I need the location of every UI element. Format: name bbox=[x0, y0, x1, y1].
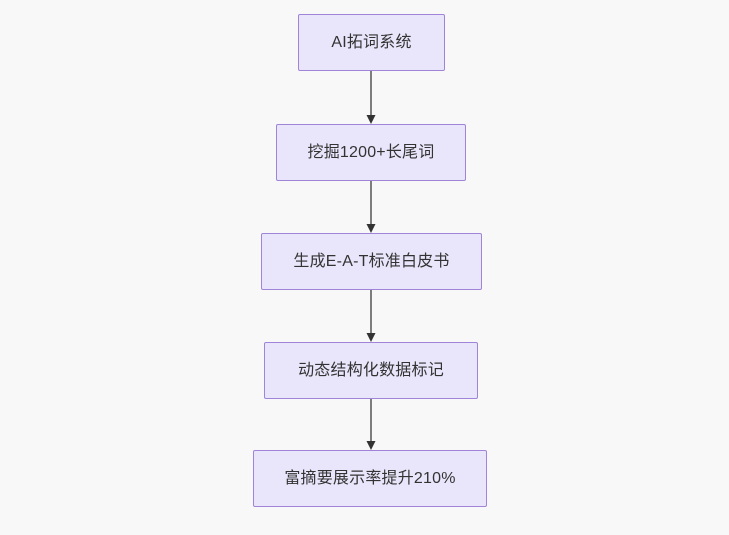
flow-node-mine-longtail-keywords[interactable]: 挖掘1200+长尾词 bbox=[276, 124, 466, 181]
flow-node-generate-eat-whitepaper[interactable]: 生成E-A-T标准白皮书 bbox=[261, 233, 482, 290]
flow-node-label: 生成E-A-T标准白皮书 bbox=[293, 252, 450, 270]
flow-node-label: 富摘要展示率提升210% bbox=[284, 469, 456, 487]
flow-node-label: 挖掘1200+长尾词 bbox=[307, 143, 435, 161]
flow-node-label: 动态结构化数据标记 bbox=[298, 361, 444, 379]
flow-node-label: AI拓词系统 bbox=[331, 33, 412, 51]
flow-node-dynamic-structured-data-markup[interactable]: 动态结构化数据标记 bbox=[264, 342, 478, 399]
flow-node-ai-keyword-system[interactable]: AI拓词系统 bbox=[298, 14, 445, 71]
flow-node-rich-snippet-rate-increase[interactable]: 富摘要展示率提升210% bbox=[253, 450, 487, 507]
